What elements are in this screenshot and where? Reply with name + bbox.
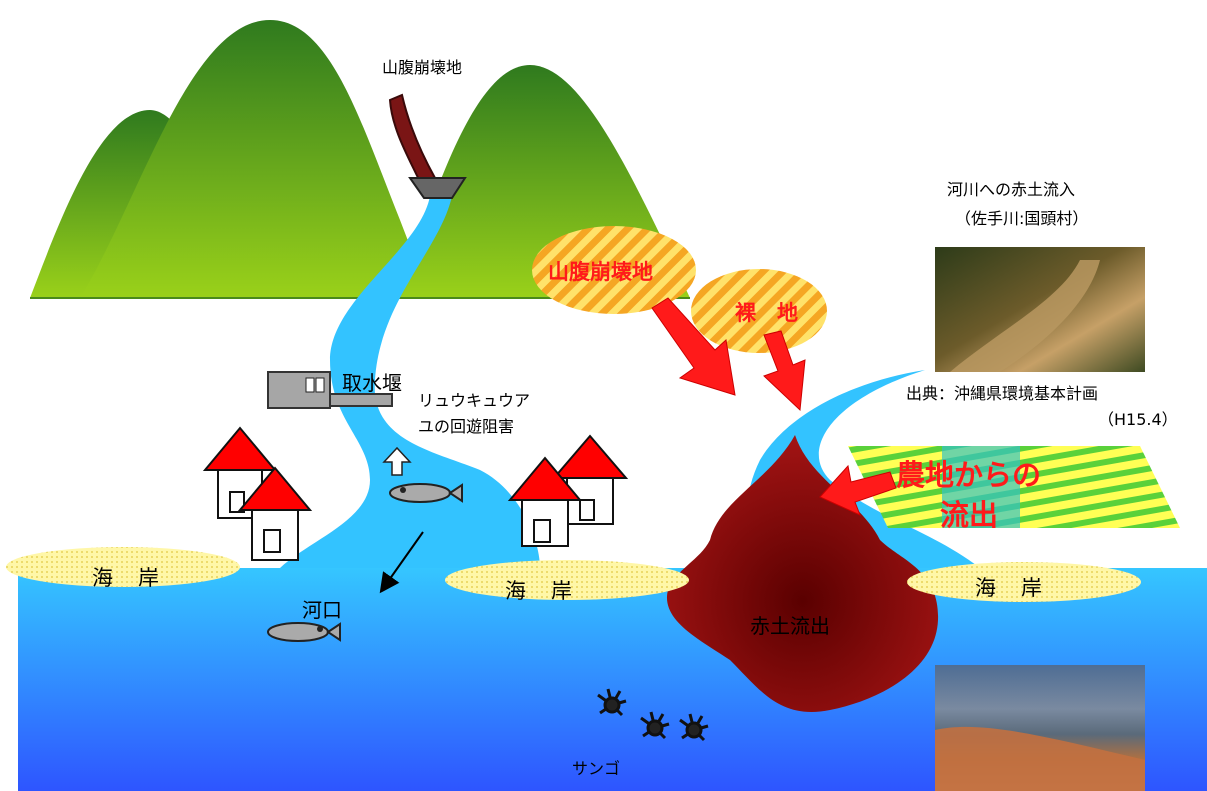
bare-land-label: 裸 地 bbox=[735, 301, 798, 325]
river bbox=[280, 196, 540, 568]
photo-caption-line1: 河川への赤土流入 bbox=[947, 180, 1076, 199]
credit-line2: （H15.4） bbox=[1098, 410, 1178, 429]
farm-highlight bbox=[942, 446, 1020, 528]
bare-land-oval bbox=[691, 269, 827, 353]
beach-right bbox=[907, 562, 1141, 602]
house bbox=[237, 466, 313, 561]
landslide-source-label: 山腹崩壊地 bbox=[548, 260, 653, 284]
landslide-top-label: 山腹崩壊地 bbox=[382, 58, 463, 77]
estuary-label: 河口 bbox=[302, 598, 342, 622]
ayu-label-line1: リュウキュウア bbox=[418, 391, 531, 410]
landslide-source-oval bbox=[532, 226, 696, 314]
ayu-fish bbox=[389, 483, 463, 503]
sediment-trap bbox=[408, 177, 467, 199]
red-soil-plume bbox=[666, 435, 939, 712]
ayu-label-line2: ユの回遊阻害 bbox=[418, 417, 515, 436]
upstream-arrow bbox=[382, 446, 412, 476]
beach-right-label: 海 岸 bbox=[975, 576, 1044, 600]
coral-label: サンゴ bbox=[572, 759, 621, 778]
red-arrows bbox=[651, 297, 897, 516]
beach-center-label: 海 岸 bbox=[505, 579, 574, 603]
farm-label-line2: 流出 bbox=[940, 498, 999, 532]
ayu-fish bbox=[267, 622, 341, 642]
beach-center bbox=[445, 560, 689, 600]
coral bbox=[597, 688, 709, 742]
beach-left bbox=[6, 547, 240, 587]
landslide-scar bbox=[388, 93, 437, 184]
house bbox=[551, 434, 629, 525]
downstream-arrow bbox=[379, 531, 424, 594]
intake-weir bbox=[267, 371, 393, 409]
house bbox=[507, 456, 583, 547]
beach-left-label: 海 岸 bbox=[92, 566, 161, 590]
farm-label-line1: 農地からの bbox=[896, 458, 1042, 492]
intake-weir-label: 取水堰 bbox=[342, 371, 402, 395]
credit-line1: 出典：沖縄県環境基本計画 bbox=[906, 384, 1099, 403]
red-soil-label: 赤土流出 bbox=[750, 614, 830, 638]
photo-caption-line2: （佐手川:国頭村） bbox=[955, 209, 1089, 228]
